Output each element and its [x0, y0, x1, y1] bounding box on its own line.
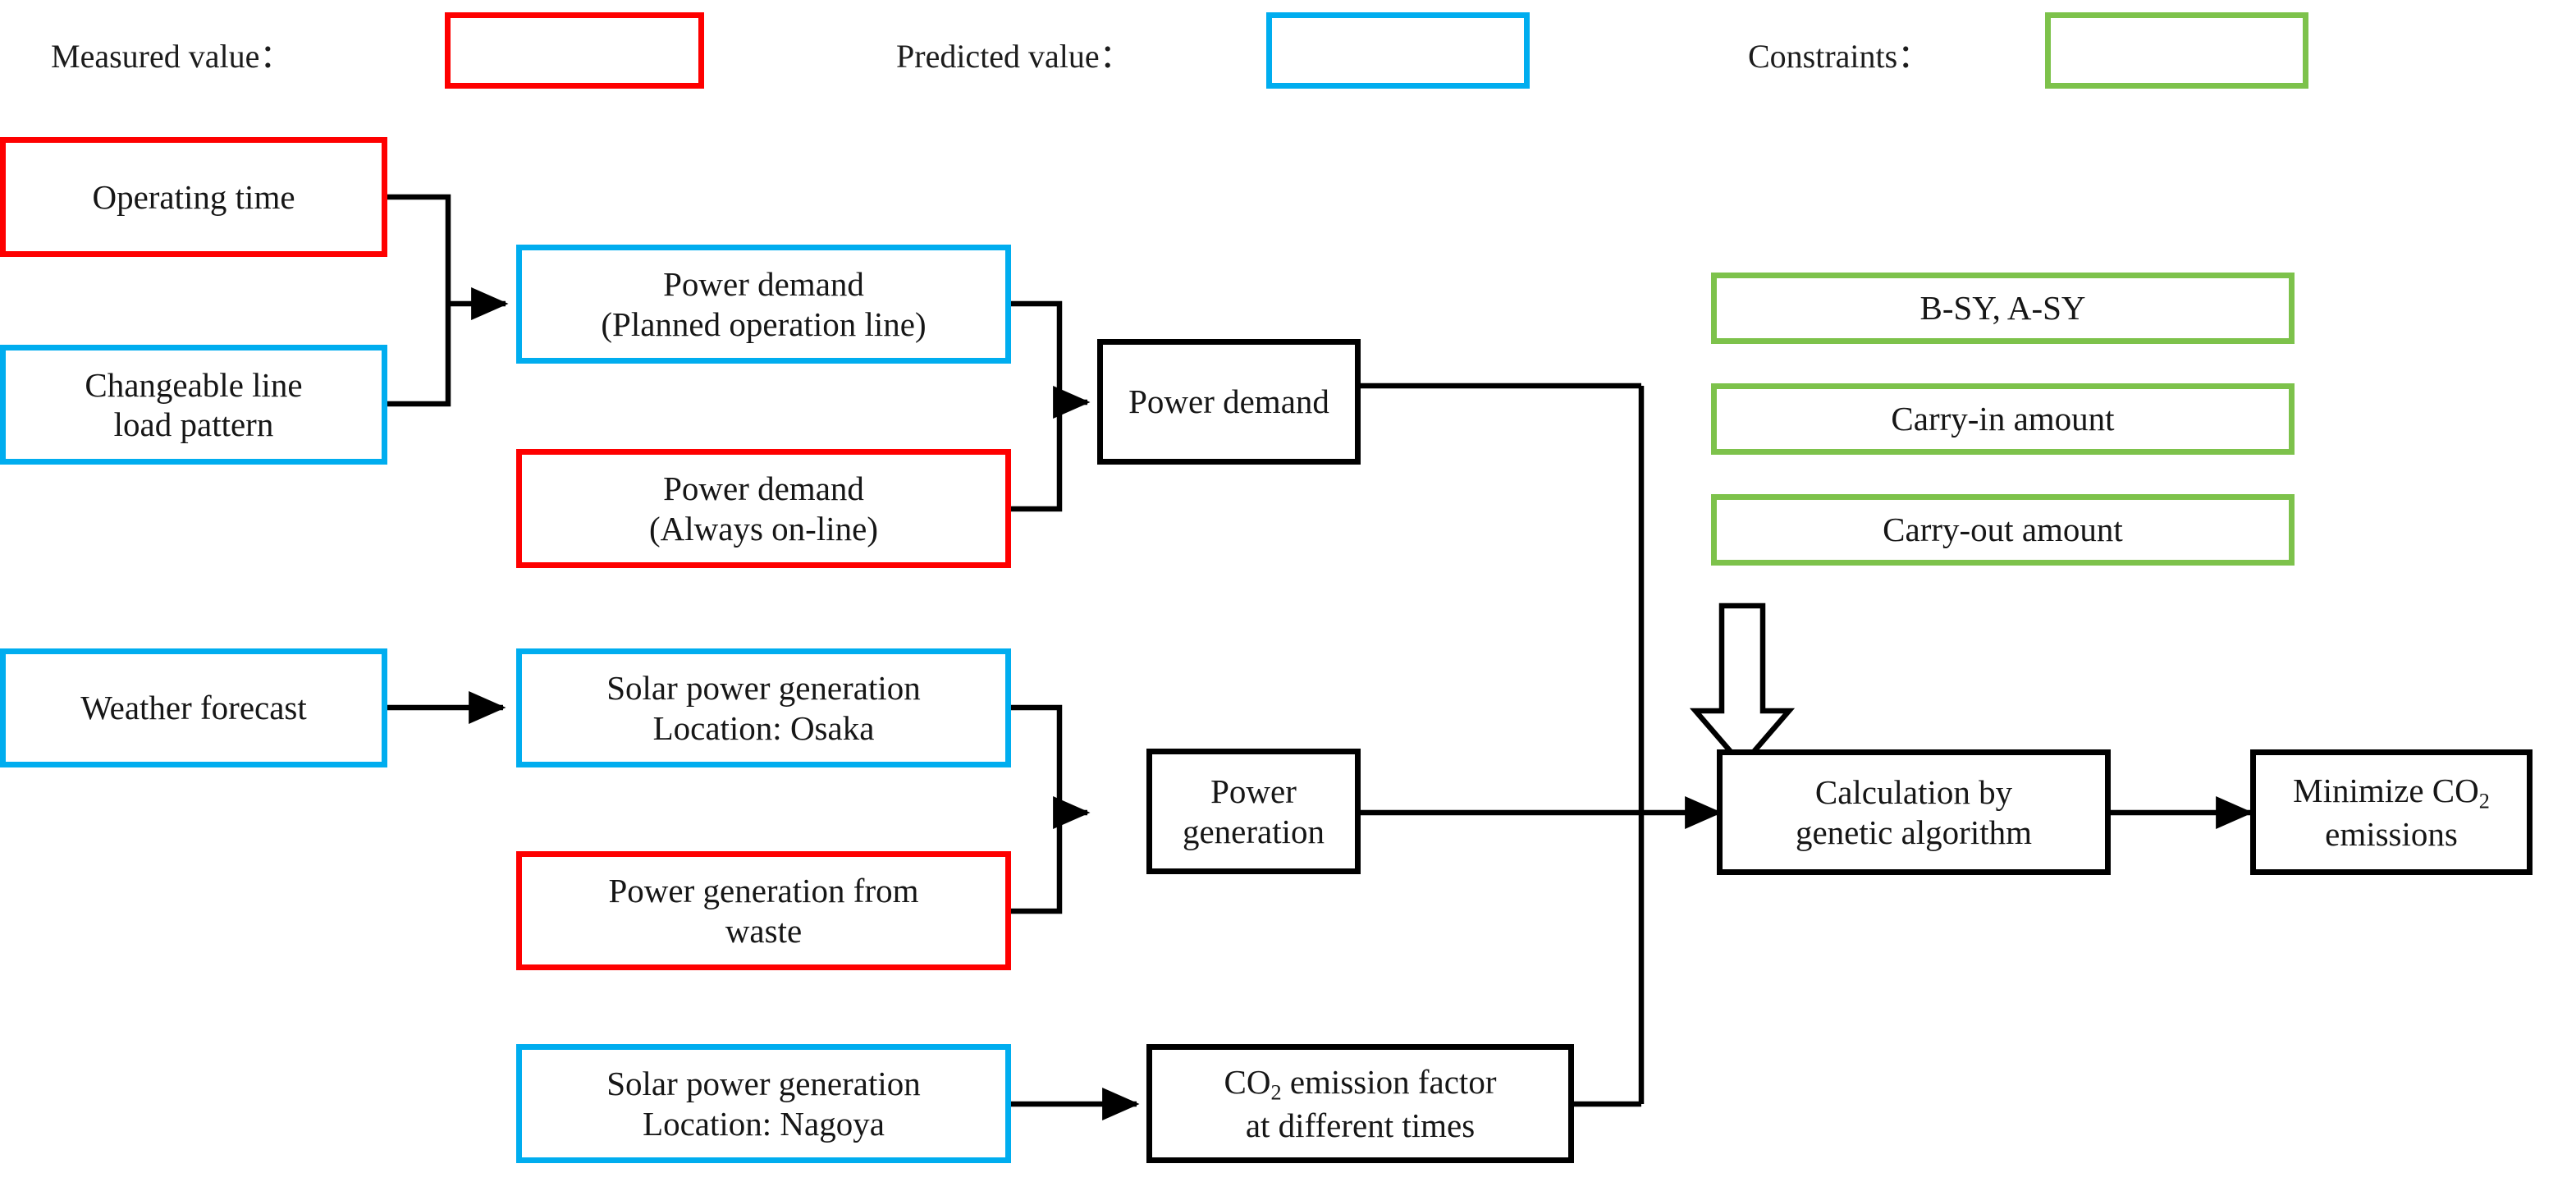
- node-constraint-carry-in-amount[interactable]: Carry-in amount: [1711, 383, 2295, 455]
- node-ga-label-2: genetic algorithm: [1795, 813, 2033, 851]
- node-waste-label-1: Power generation from: [608, 872, 919, 910]
- node-weather-forecast-label: Weather forecast: [80, 689, 307, 727]
- node-power-demand-always-label-2: (Always on-line): [649, 509, 878, 547]
- node-changeable-line-label-1: Changeable line: [85, 365, 303, 404]
- node-constraint-sy-label: B-SY, A-SY: [1919, 289, 2086, 328]
- node-minimize-co2-label-2: emissions: [2325, 814, 2458, 853]
- node-ga-label-1: Calculation by: [1814, 773, 2013, 812]
- node-power-generation-from-waste[interactable]: Power generation from waste: [516, 851, 1011, 970]
- node-weather-forecast[interactable]: Weather forecast: [0, 648, 387, 767]
- node-solar-nagoya-label-2: Location: Nagoya: [643, 1104, 885, 1143]
- node-constraint-carry-out-label: Carry-out amount: [1883, 511, 2123, 549]
- node-changeable-line-load-pattern[interactable]: Changeable line load pattern: [0, 345, 387, 465]
- legend-swatch-measured: [445, 12, 704, 89]
- node-co2-emission-factor[interactable]: CO2 emission factor at different times: [1146, 1044, 1574, 1163]
- node-power-demand-always-online[interactable]: Power demand (Always on-line): [516, 449, 1011, 568]
- wire-solar-osaka-out: [1011, 704, 1063, 813]
- node-power-demand-planned-label-1: Power demand: [663, 265, 864, 304]
- wire-demand-planned-out: [1011, 300, 1063, 402]
- legend-swatch-predicted: [1266, 12, 1530, 89]
- node-solar-power-nagoya[interactable]: Solar power generation Location: Nagoya: [516, 1044, 1011, 1163]
- node-constraint-carry-in-label: Carry-in amount: [1891, 400, 2115, 438]
- node-power-demand-always-label-1: Power demand: [663, 470, 864, 508]
- node-solar-osaka-label-2: Location: Osaka: [652, 708, 875, 747]
- node-minimize-co2-emissions[interactable]: Minimize CO2 emissions: [2250, 749, 2533, 875]
- node-power-generation-label: Power generation: [1182, 772, 1325, 850]
- wire-changeable-line: [387, 304, 451, 407]
- node-power-demand-planned[interactable]: Power demand (Planned operation line): [516, 245, 1011, 364]
- node-solar-power-osaka[interactable]: Solar power generation Location: Osaka: [516, 648, 1011, 767]
- node-constraint-b-sy-a-sy[interactable]: B-SY, A-SY: [1711, 273, 2295, 344]
- co2-subscript: 2: [1270, 1080, 1282, 1104]
- legend-swatch-constraints: [2045, 12, 2308, 89]
- node-operating-time[interactable]: Operating time: [0, 137, 387, 257]
- node-solar-nagoya-label-1: Solar power generation: [606, 1065, 921, 1103]
- node-changeable-line-label-2: load pattern: [113, 405, 274, 443]
- node-power-generation[interactable]: Power generation: [1146, 749, 1361, 874]
- node-power-demand-label: Power demand: [1128, 383, 1329, 421]
- wire-demand-always-out: [1011, 402, 1063, 512]
- hollow-down-arrow-icon: [1689, 602, 1796, 769]
- node-emission-factor-label-2: at different times: [1245, 1106, 1476, 1144]
- co2-subscript: 2: [2478, 789, 2490, 813]
- node-operating-time-label: Operating time: [92, 177, 295, 216]
- node-waste-label-2: waste: [725, 911, 803, 950]
- legend-label-measured: Measured value：: [51, 38, 293, 75]
- node-minimize-co2-label-1: Minimize CO2: [2293, 771, 2490, 813]
- node-calculation-by-genetic-algorithm[interactable]: Calculation by genetic algorithm: [1717, 749, 2111, 875]
- legend-label-predicted: Predicted value：: [896, 38, 1132, 75]
- node-constraint-carry-out-amount[interactable]: Carry-out amount: [1711, 494, 2295, 566]
- legend-label-constraints: Constraints：: [1748, 38, 1931, 75]
- node-solar-osaka-label-1: Solar power generation: [606, 669, 921, 708]
- wire-waste-out: [1011, 813, 1063, 914]
- node-power-demand-planned-label-2: (Planned operation line): [601, 305, 927, 343]
- node-power-demand[interactable]: Power demand: [1097, 339, 1361, 465]
- node-emission-factor-label-1: CO2 emission factor: [1224, 1062, 1497, 1104]
- wire-operating-time: [387, 194, 451, 304]
